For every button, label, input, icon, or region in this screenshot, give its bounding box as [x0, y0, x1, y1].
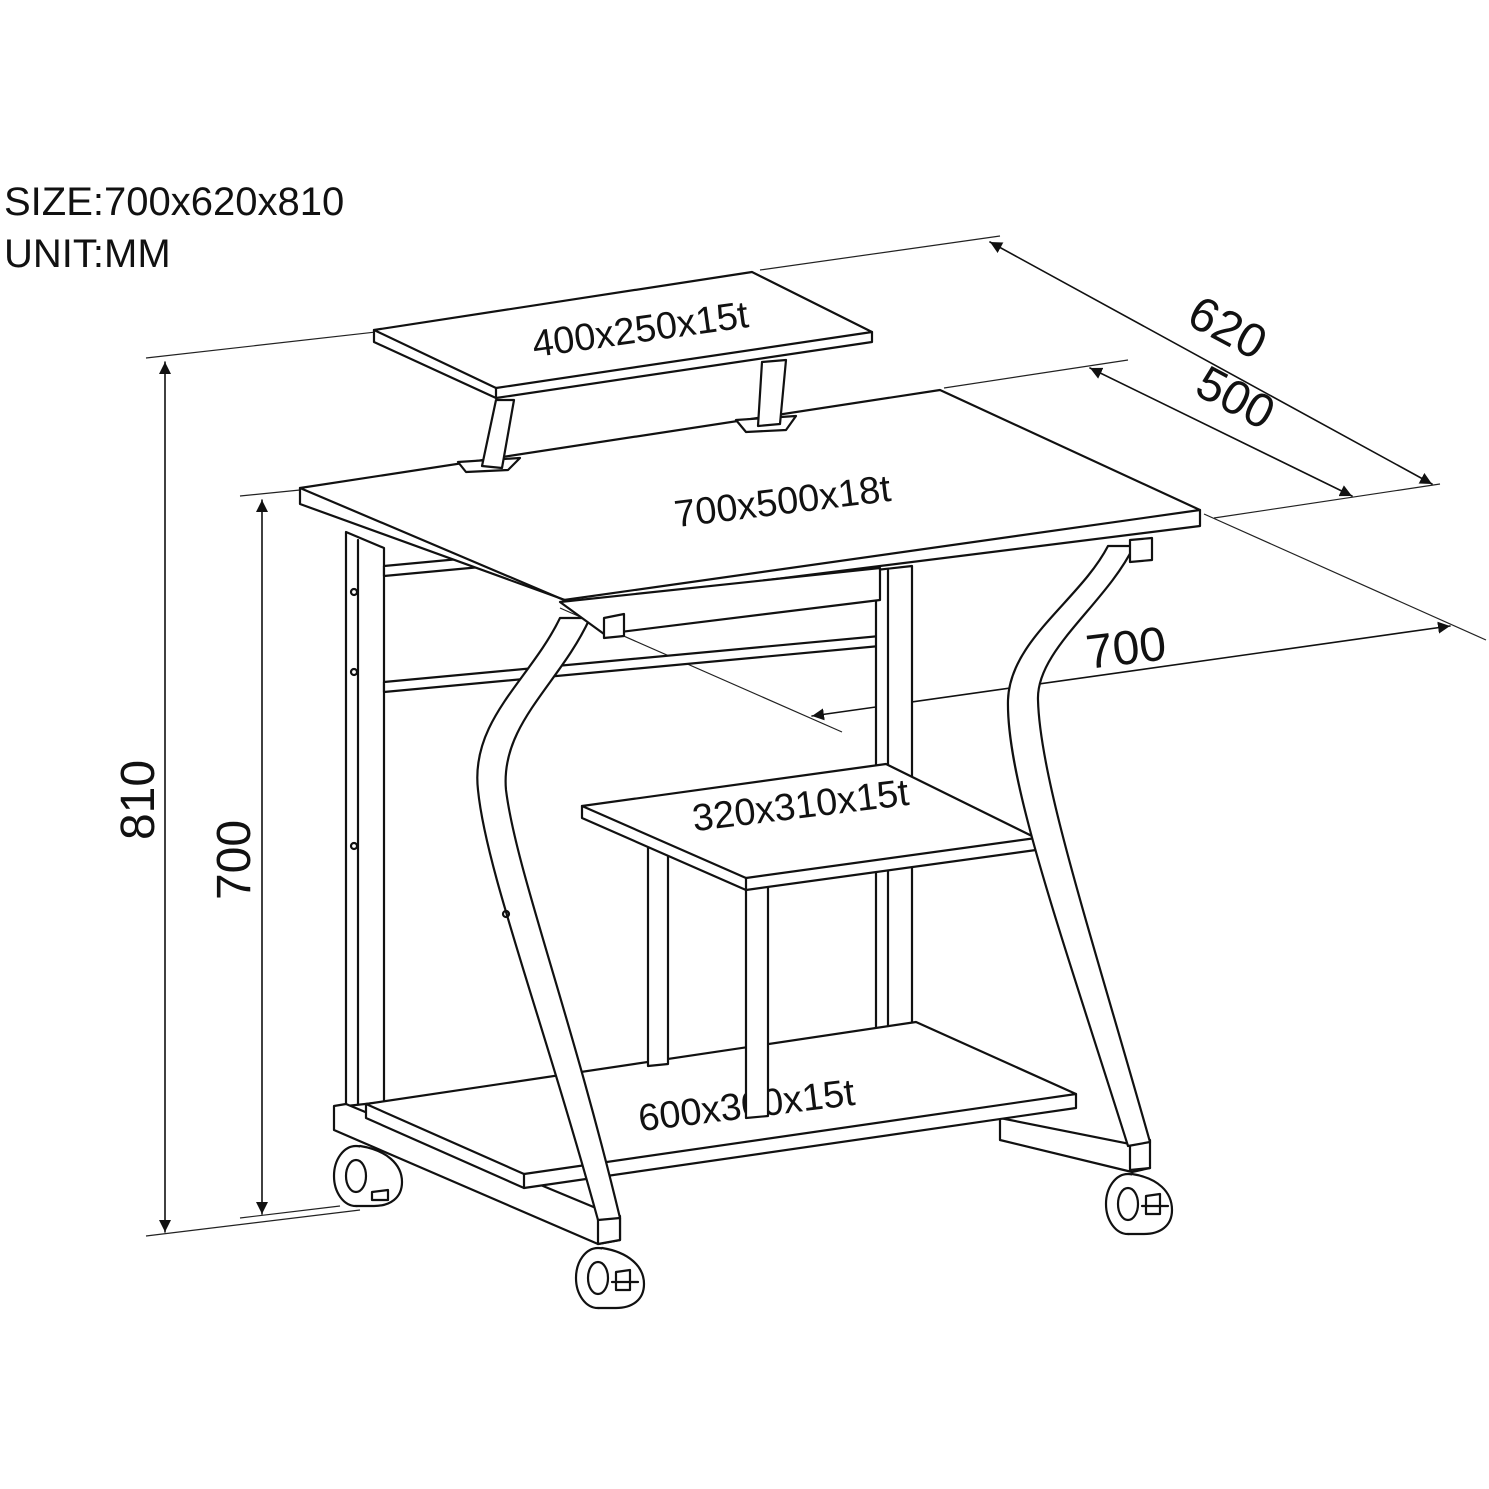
dimension-810-label: 810	[112, 760, 165, 840]
dimension-700-width: 700	[559, 513, 1487, 733]
bottom-shelf: 600x300x15t	[364, 1020, 1078, 1190]
size-spec: SIZE:700x620x810	[4, 180, 345, 224]
dimension-700-height-label: 700	[208, 820, 261, 900]
caster-front-left	[574, 1246, 646, 1310]
dimension-500-label: 500	[1187, 356, 1283, 440]
caster-back-left	[332, 1144, 404, 1208]
monitor-shelf: 400x250x15t	[372, 270, 874, 474]
dimension-700-height: 700	[208, 489, 341, 1219]
unit-spec: UNIT:MM	[4, 232, 171, 276]
left-front-leg	[476, 616, 622, 1222]
dimension-620-label: 620	[1179, 286, 1275, 370]
caster-front-right	[1104, 1172, 1174, 1236]
middle-shelf: 320x310x15t	[580, 762, 1038, 1120]
base-rails	[332, 1102, 1152, 1246]
dimension-700-width-label: 700	[1083, 617, 1169, 679]
right-front-leg	[1006, 544, 1152, 1148]
dimension-810: 810	[112, 326, 421, 1237]
desktop: 700x500x18t	[298, 388, 1202, 640]
